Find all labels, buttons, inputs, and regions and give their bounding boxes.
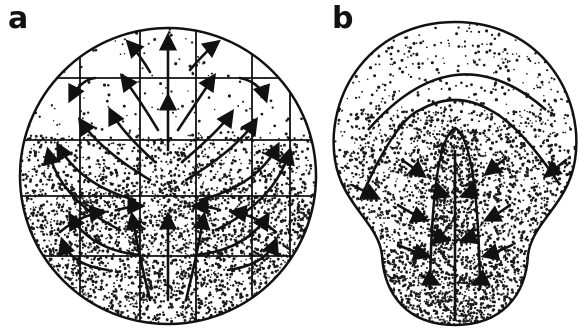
flow-arrow-a-1 bbox=[128, 42, 150, 72]
contour-line-b-0 bbox=[368, 74, 546, 130]
flow-arrow-a-26 bbox=[194, 206, 220, 210]
panel-a-sphere bbox=[15, 20, 320, 330]
flow-arrow-a-20 bbox=[240, 78, 266, 100]
flow-arrow-b-11 bbox=[462, 235, 478, 240]
panel-a-arrows bbox=[48, 36, 290, 300]
flow-arrow-a-2 bbox=[190, 42, 218, 70]
panel-b-embryo bbox=[329, 17, 582, 329]
flow-arrow-a-19 bbox=[70, 78, 95, 100]
flow-arrow-a-6 bbox=[110, 110, 155, 162]
flow-arrow-b-4 bbox=[398, 205, 426, 220]
